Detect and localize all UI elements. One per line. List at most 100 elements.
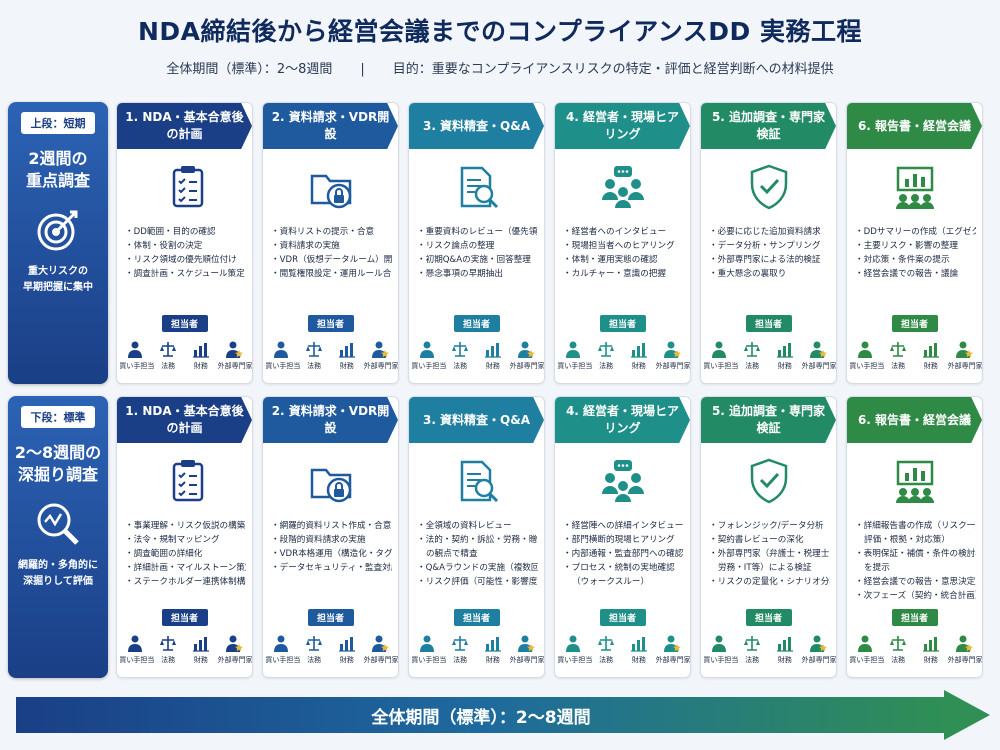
assignee-roles: 買い手担当法務財務外部専門家 xyxy=(263,634,398,665)
finance-role-icon xyxy=(769,340,801,358)
step-task-list: DD範囲・目的の確認体制・役割の決定リスク領域の優先順位付け調査計画・スケジュー… xyxy=(117,225,252,311)
role-label-finance: 財務 xyxy=(923,362,938,370)
step-task: 主要リスク・影響の整理 xyxy=(855,239,976,253)
step-task: 体制・運用実態の確認 xyxy=(563,253,684,267)
step-task: （ウォークスルー） xyxy=(572,577,650,587)
external-expert-role-icon xyxy=(656,634,688,652)
role-label-finance: 財務 xyxy=(339,656,354,664)
assignee-roles: 買い手担当法務財務外部専門家 xyxy=(701,340,836,371)
buyer-role-icon xyxy=(703,634,735,652)
step-task: リスクの定量化・シナリオ分析 xyxy=(709,575,830,589)
finance-role-icon xyxy=(331,634,363,652)
cloud-folder-lock-icon xyxy=(263,149,398,225)
legal-role-icon xyxy=(444,634,476,652)
assignee-badge: 担当者 xyxy=(745,609,792,626)
step-task: 体制・役割の決定 xyxy=(125,239,246,253)
clipboard-checklist-icon xyxy=(117,149,252,225)
assignee-role: 法務 xyxy=(882,634,914,665)
buyer-role-icon xyxy=(557,340,589,358)
role-label-finance: 財務 xyxy=(485,656,500,664)
role-label-expert: 外部専門家 xyxy=(509,362,545,370)
step-task: プロセス・統制の実地確認 xyxy=(563,561,684,575)
assignee-role: 法務 xyxy=(444,340,476,371)
step-task-list: 必要に応じた追加資料請求データ分析・サンプリング外部専門家による法的検証重大懸念… xyxy=(701,225,836,311)
step-title: 5. 追加調査・専門家検証 xyxy=(701,397,836,443)
assignee-role: 外部専門家 xyxy=(947,340,983,371)
assignee-role: 財務 xyxy=(623,634,655,665)
role-label-expert: 外部専門家 xyxy=(655,656,691,664)
step-title: 4. 経営者・現場ヒアリング xyxy=(555,103,690,149)
role-label-buyer: 買い手担当 xyxy=(557,362,593,370)
role-label-expert: 外部専門家 xyxy=(801,656,837,664)
assignee-roles: 買い手担当法務財務外部専門家 xyxy=(847,634,982,665)
external-expert-role-icon xyxy=(364,634,396,652)
role-label-buyer: 買い手担当 xyxy=(849,362,885,370)
finance-role-icon xyxy=(623,340,655,358)
step-task: 対応策・条件案の提示 xyxy=(855,253,976,267)
finance-role-icon xyxy=(769,634,801,652)
assignee-role: 買い手担当 xyxy=(265,340,300,371)
step-task-list: 網羅的資料リスト作成・合意段階的資料請求の実施VDR本格運用（構造化・タグ付け）… xyxy=(263,519,398,605)
subtitle-divider: | xyxy=(360,62,365,77)
assignee-role: 買い手担当 xyxy=(703,634,738,665)
step-title: 6. 報告書・経営会議 xyxy=(847,103,982,149)
subtitle-period: 全体期間（標準）：2〜8週間 xyxy=(166,62,333,77)
buyer-role-icon xyxy=(265,634,297,652)
document-magnifier-icon xyxy=(409,149,544,225)
role-label-expert: 外部専門家 xyxy=(509,656,545,664)
step-task: 経営陣への詳細インタビュー xyxy=(563,519,684,533)
assignee-roles: 買い手担当法務財務外部専門家 xyxy=(117,340,252,371)
assignee-roles: 買い手担当法務 財務外部専門家 xyxy=(701,634,836,665)
phase-heading-line: 2週間の xyxy=(28,149,88,168)
step-title: 5. 追加調査・専門家検証 xyxy=(701,103,836,149)
document-magnifier-icon xyxy=(409,443,544,519)
assignee-role: 外部専門家 xyxy=(217,634,253,665)
step-task: 評価・根拠・対応策） xyxy=(864,535,950,545)
step-task: 外部専門家（弁護士・税理士・ xyxy=(709,547,830,561)
role-label-expert: 外部専門家 xyxy=(801,362,837,370)
assignee-badge: 担当者 xyxy=(307,315,354,332)
phase-heading: 2〜8週間の深掘り調査 xyxy=(8,442,108,486)
step-task: 経営会議での報告・意思決定支援 xyxy=(855,575,976,589)
step-task-list: 経営陣への詳細インタビュー部門横断的現場ヒアリング内部通報・監査部門への確認プロ… xyxy=(555,519,690,605)
step-title: 1. NDA・基本合意後の計画 xyxy=(117,103,252,149)
role-label-finance: 財務 xyxy=(923,656,938,664)
assignee-role: 財務 xyxy=(477,340,509,371)
legal-role-icon xyxy=(882,634,914,652)
external-expert-role-icon xyxy=(948,634,980,652)
assignee-role: 財務 xyxy=(185,634,217,665)
role-label-legal: 法務 xyxy=(745,656,760,664)
step-task: 全領域の資料レビュー xyxy=(417,519,538,533)
buyer-role-icon xyxy=(703,340,735,358)
lower-step-1: 1. NDA・基本合意後の計画事業理解・リスク仮説の構築法令・規制マッピング調査… xyxy=(116,396,253,678)
shield-check-icon xyxy=(701,149,836,225)
legal-role-icon xyxy=(736,340,768,358)
assignee-role: 買い手担当 xyxy=(849,634,884,665)
role-label-expert: 外部専門家 xyxy=(947,362,983,370)
role-label-expert: 外部専門家 xyxy=(217,656,253,664)
step-task: 次フェーズ（契約・統合計画）へ xyxy=(855,589,976,603)
assignee-role: 財務 xyxy=(769,634,801,665)
assignee-role: 法務 xyxy=(152,340,184,371)
legal-role-icon xyxy=(298,340,330,358)
step-title: 3. 資料精査・Q&A xyxy=(409,397,544,443)
step-task-list: 全領域の資料レビュー法的・契約・訴訟・労務・贈収賄等の観点で精査Q&Aラウンドの… xyxy=(409,519,544,605)
assignee-role: 財務 xyxy=(331,340,363,371)
phase-heading: 2週間の重点調査 xyxy=(8,148,108,192)
assignee-badge: 担当者 xyxy=(161,315,208,332)
role-label-legal: 法務 xyxy=(161,656,176,664)
step-task: リスク領域の優先順位付け xyxy=(125,253,246,267)
finance-role-icon xyxy=(185,634,217,652)
role-label-expert: 外部専門家 xyxy=(217,362,253,370)
assignee-role: 財務 xyxy=(185,340,217,371)
step-task: 資料リストの提示・合意 xyxy=(271,225,392,239)
legal-role-icon xyxy=(444,340,476,358)
buyer-role-icon xyxy=(557,634,589,652)
step-task: 経営会議での報告・議論 xyxy=(855,267,976,281)
upper-step-4: 4. 経営者・現場ヒアリング経営者へのインタビュー現場担当者へのヒアリング体制・… xyxy=(554,102,691,384)
assignee-badge: 担当者 xyxy=(453,315,500,332)
assignee-role: 買い手担当 xyxy=(849,340,885,371)
assignee-role: 財務 xyxy=(623,340,655,371)
